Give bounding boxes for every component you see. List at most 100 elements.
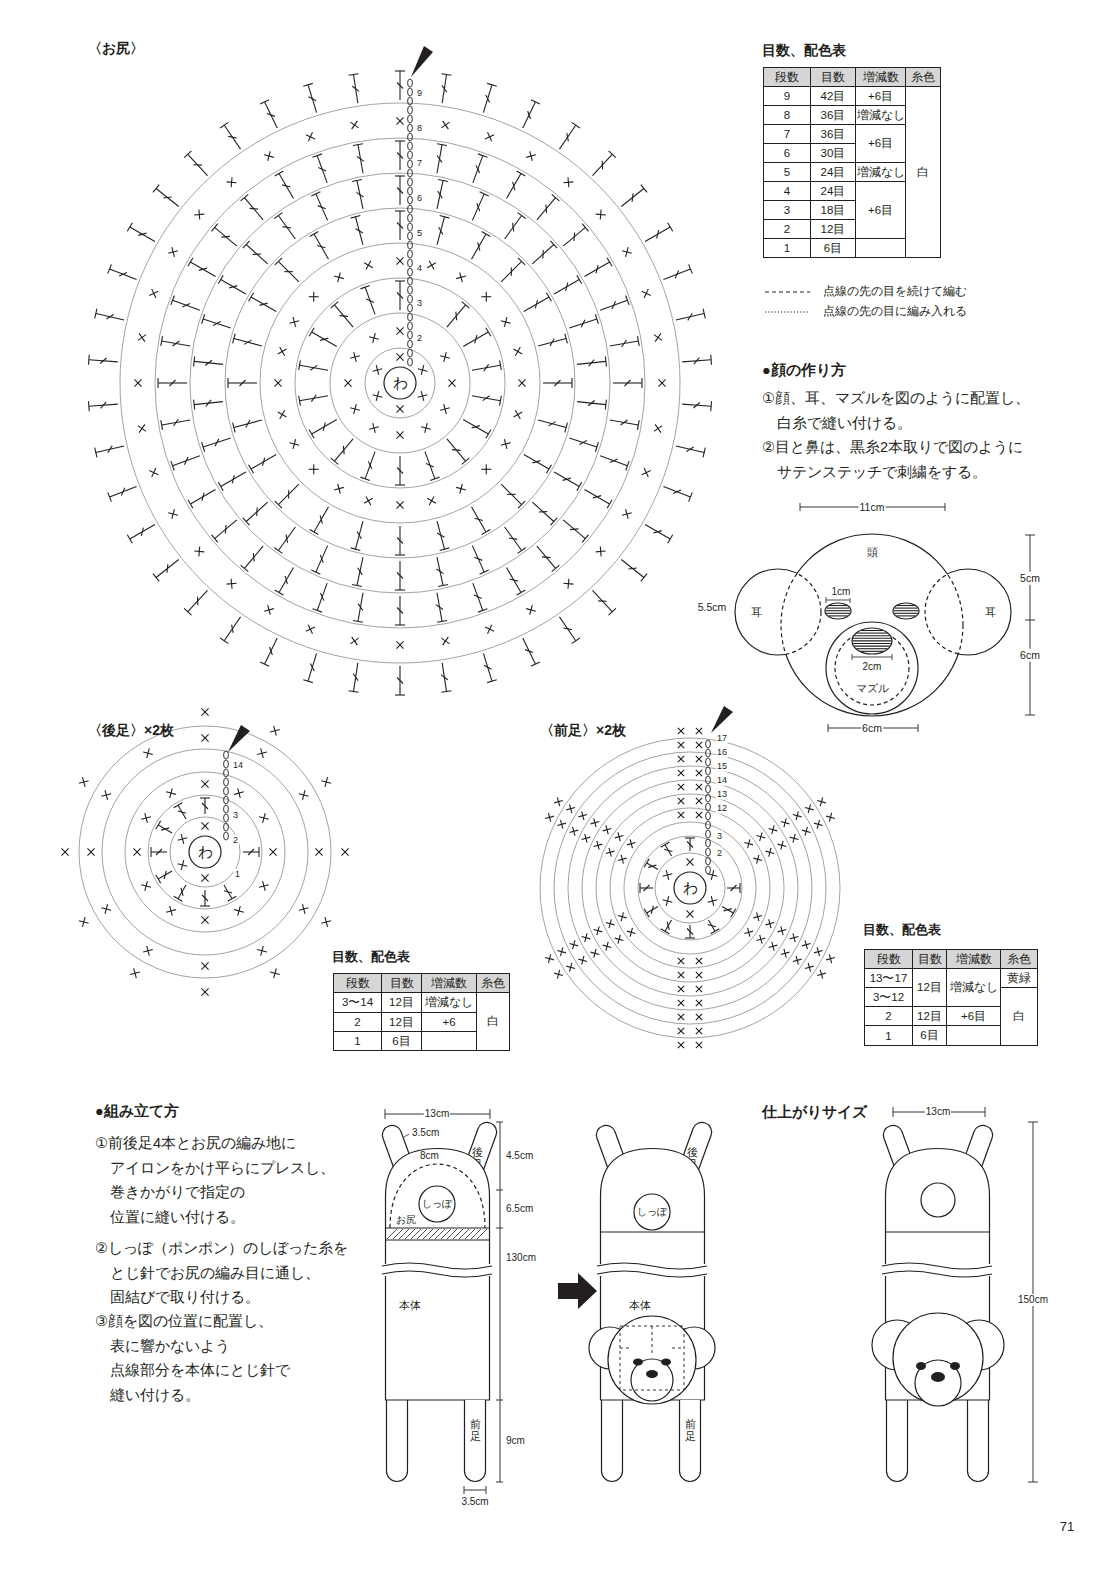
single-crochet-symbol — [350, 404, 360, 414]
line-art — [448, 379, 455, 386]
table-cell: +6目 — [946, 1006, 1001, 1026]
line-art — [577, 275, 582, 284]
line-art — [425, 452, 435, 479]
double-crochet-symbol — [592, 151, 615, 176]
line-art — [338, 484, 341, 494]
bottom-panel: お尻しっぽ — [388, 1160, 487, 1228]
single-crochet-symbol — [456, 484, 466, 494]
line-art — [280, 410, 285, 419]
single-crochet-symbol — [138, 333, 146, 341]
line-art — [442, 74, 446, 103]
single-crochet-symbol — [201, 962, 208, 969]
line-art — [582, 224, 588, 232]
line-art — [566, 808, 575, 810]
chain-stitch — [408, 250, 413, 258]
line-art — [569, 830, 578, 832]
single-crochet-symbol — [696, 728, 702, 734]
line-art — [283, 227, 291, 228]
single-crochet-symbol — [606, 848, 615, 857]
line-art — [365, 452, 375, 479]
line-art — [600, 456, 627, 466]
line-art — [310, 232, 319, 237]
line-art — [351, 216, 361, 219]
line-art — [221, 236, 229, 238]
line-art — [678, 770, 684, 776]
double-crochet-symbol — [505, 527, 526, 553]
line-art — [202, 803, 208, 809]
chain-stitch — [408, 277, 413, 285]
table-cell: 増減なし — [855, 105, 906, 125]
line-art — [463, 332, 488, 347]
double-crochet-symbol — [243, 847, 259, 857]
line-art — [439, 227, 443, 234]
line-art — [453, 1229, 463, 1239]
table-cell: 18目 — [810, 200, 856, 220]
line-art — [680, 1400, 701, 1482]
line-art — [550, 518, 557, 525]
round-number: 2 — [716, 848, 723, 859]
single-crochet-symbol — [270, 968, 280, 978]
table-title: 目数、配色表 — [863, 922, 941, 938]
line-art — [282, 185, 290, 187]
single-crochet-symbol — [481, 292, 491, 302]
line-art — [189, 836, 221, 868]
single-crochet-symbol — [350, 637, 358, 645]
single-crochet-symbol — [396, 501, 403, 508]
dimension-label: 5.5cm — [698, 601, 727, 614]
line-art — [597, 926, 599, 935]
line-art — [211, 224, 217, 232]
double-crochet-symbol — [174, 885, 186, 901]
chain-stitch — [408, 160, 413, 168]
line-art — [596, 265, 598, 273]
single-crochet-symbol — [817, 970, 826, 979]
line-art — [311, 570, 320, 574]
line-art — [357, 157, 364, 162]
line-art — [320, 555, 323, 563]
line-art — [396, 327, 403, 334]
line-art — [275, 590, 284, 595]
chain-stitch — [224, 832, 229, 840]
double-crochet-symbol — [524, 455, 552, 474]
chain-stitch — [224, 751, 229, 759]
line-art — [395, 624, 405, 625]
round-number: 2 — [416, 333, 423, 344]
single-crochet-symbol — [696, 770, 702, 776]
line-art — [621, 559, 644, 577]
line-art — [582, 780, 798, 996]
line-art — [595, 442, 598, 452]
line-art — [517, 171, 526, 176]
line-art — [563, 583, 573, 585]
double-crochet-symbol — [395, 281, 405, 310]
double-crochet-symbol — [161, 419, 190, 430]
line-art — [510, 579, 518, 581]
line-art — [404, 1134, 409, 1137]
table-cell: +6 — [421, 1012, 477, 1032]
double-crochet-symbol — [243, 502, 268, 525]
line-art — [419, 1186, 455, 1222]
single-crochet-symbol — [663, 870, 673, 880]
line-art — [696, 958, 702, 964]
single-crochet-symbol — [696, 986, 702, 992]
single-crochet-symbol — [622, 247, 632, 257]
single-crochet-symbol — [563, 177, 573, 187]
line-art — [108, 446, 113, 453]
line-art — [678, 784, 684, 790]
line-art — [313, 609, 322, 612]
line-art — [96, 314, 124, 320]
line-art — [170, 817, 240, 887]
chain-stitch — [408, 295, 413, 303]
single-crochet-symbol — [290, 439, 300, 449]
double-crochet-symbol — [663, 264, 692, 279]
single-crochet-symbol — [686, 910, 693, 917]
single-crochet-symbol — [201, 734, 208, 741]
line-art — [440, 548, 450, 551]
line-art — [240, 380, 246, 386]
double-crochet-symbol — [395, 141, 405, 170]
line-art — [250, 208, 258, 210]
eye — [916, 1362, 926, 1370]
line-art — [552, 565, 560, 571]
double-crochet-symbol — [310, 507, 329, 535]
line-art — [559, 125, 575, 149]
line-art — [188, 258, 193, 267]
line-art — [708, 925, 716, 927]
